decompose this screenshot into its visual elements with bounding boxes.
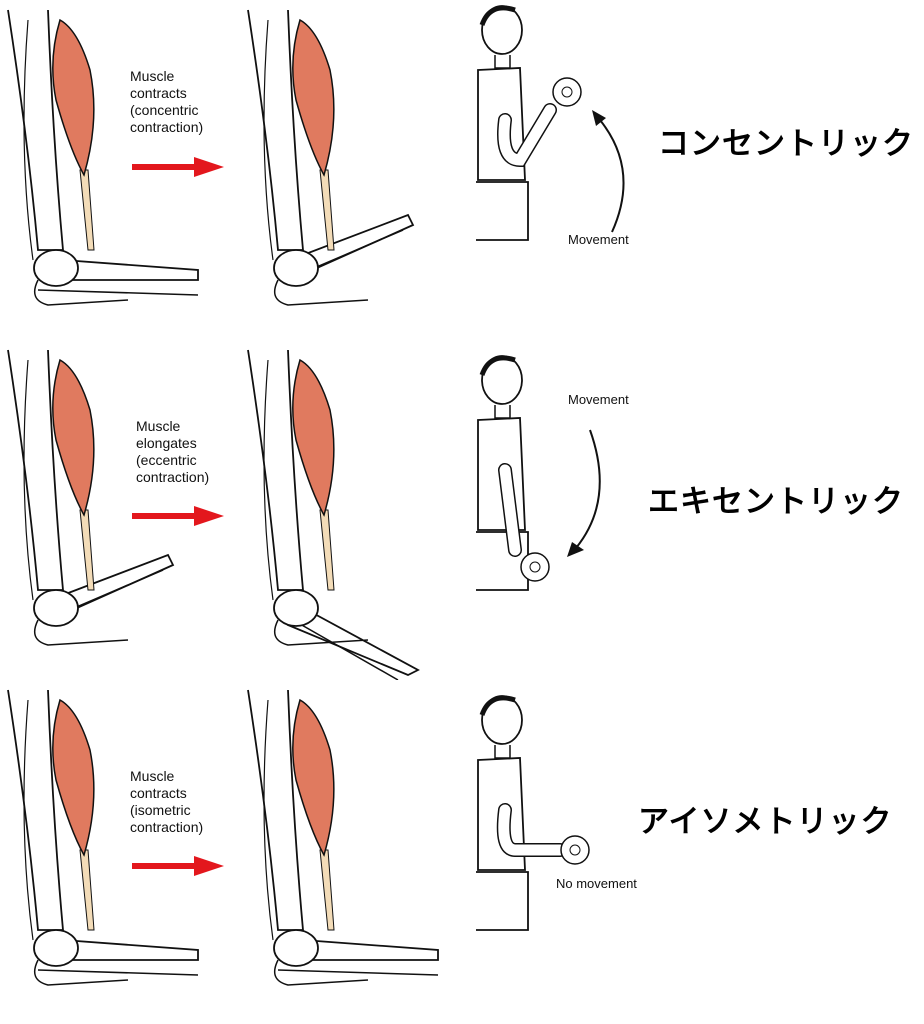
dumbbell-icon xyxy=(560,835,590,865)
biceps-muscle xyxy=(292,18,335,177)
movement-label: Movement xyxy=(568,232,629,247)
curved-arrow-icon xyxy=(567,429,601,557)
dumbbell-icon xyxy=(552,77,582,107)
row-illustration xyxy=(7,689,590,986)
description-label: Muscle contracts (isometric contraction) xyxy=(130,768,204,835)
red-arrow-icon xyxy=(132,856,224,876)
biceps-muscle xyxy=(52,358,95,517)
row-illustration xyxy=(7,5,625,306)
movement-label: No movement xyxy=(556,876,637,891)
red-arrow-icon xyxy=(132,157,224,177)
biceps-muscle xyxy=(292,698,335,857)
description-label: Muscle contracts (concentric contraction… xyxy=(130,68,204,135)
arm-before xyxy=(7,689,199,986)
title-label: コンセントリック xyxy=(658,126,914,162)
row-illustration xyxy=(7,349,601,680)
arm-before xyxy=(7,9,199,306)
row-concentric: Muscle contracts (concentric contraction… xyxy=(0,0,924,330)
red-arrow-icon xyxy=(132,506,224,526)
arm-before xyxy=(7,349,175,646)
row-eccentric: Muscle elongates (eccentric contraction)… xyxy=(0,340,924,680)
person-figure xyxy=(476,695,590,931)
biceps-muscle xyxy=(292,358,335,517)
movement-label: Movement xyxy=(568,392,629,407)
person-figure xyxy=(476,355,550,591)
description-label: Muscle elongates (eccentric contraction) xyxy=(136,418,210,485)
dumbbell-icon xyxy=(520,552,550,582)
curved-arrow-icon xyxy=(592,110,625,233)
arm-after xyxy=(247,9,415,306)
biceps-muscle xyxy=(52,698,95,857)
row-isometric: Muscle contracts (isometric contraction)… xyxy=(0,680,924,1024)
arm-after xyxy=(247,689,439,986)
title-label: エキセントリック xyxy=(648,484,904,520)
biceps-muscle xyxy=(52,18,95,177)
person-figure xyxy=(476,5,582,241)
arm-after xyxy=(247,349,420,680)
title-label: アイソメトリック xyxy=(638,804,893,840)
